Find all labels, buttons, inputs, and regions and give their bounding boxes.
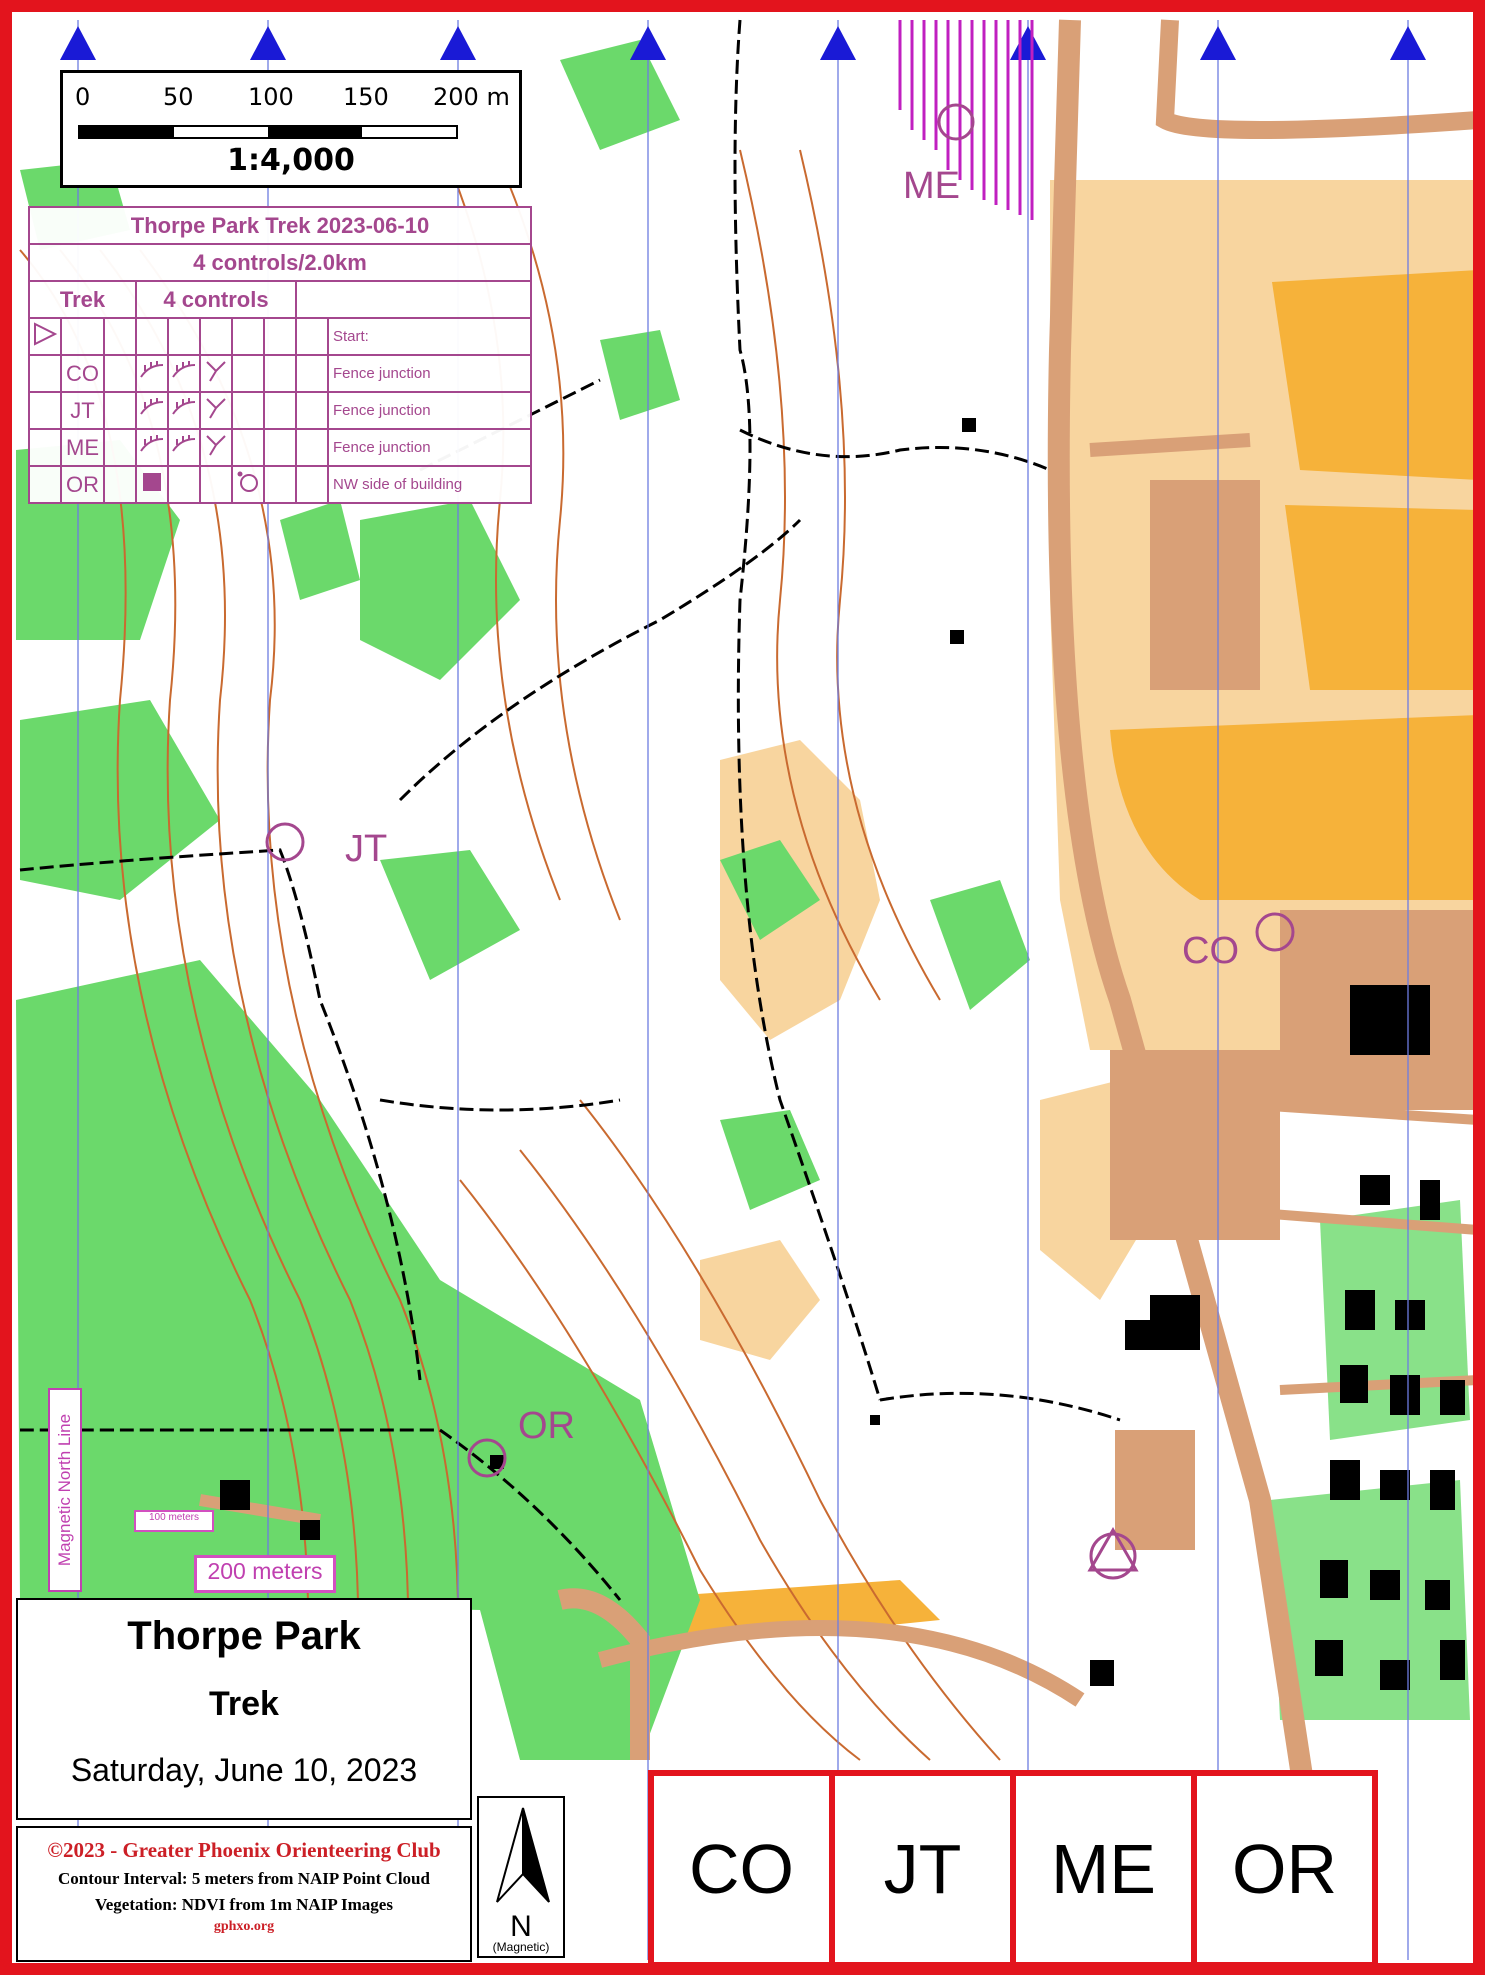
cd-row-or: OR NW side of building [28, 465, 532, 504]
cd-description: Start: [327, 317, 532, 356]
cd-title: Thorpe Park Trek 2023-06-10 [28, 206, 532, 245]
fence-icon [135, 428, 169, 467]
trails [19, 19, 1121, 1601]
cd-code: OR [60, 465, 105, 504]
cd-code: CO [60, 354, 105, 393]
credit-copyright: ©2023 - Greater Phoenix Orienteering Clu… [47, 1838, 441, 1862]
scale-bar-box: 0 50 100 150 200 m 1:4,000 [60, 70, 522, 188]
title-box: Thorpe Park Trek Saturday, June 10, 2023 [16, 1598, 472, 1820]
cd-description: NW side of building [327, 465, 532, 504]
vegetation-areas [16, 40, 1470, 1760]
distance-200-label: 200 meters [194, 1555, 336, 1593]
north-magnetic-note: (Magnetic) [492, 1940, 550, 1954]
out-of-bounds-hatch [898, 20, 1034, 220]
control-label-me: ME [903, 165, 960, 207]
north-arrow-icon [496, 1807, 550, 1903]
scale-tick-100: 100 [248, 83, 294, 111]
fence-icon [167, 354, 201, 393]
distance-100-label: 100 meters [134, 1510, 214, 1532]
scale-tick-150: 150 [343, 83, 389, 111]
cd-description: Fence junction [327, 354, 532, 393]
junction-icon [199, 354, 233, 393]
cd-description: Fence junction [327, 428, 532, 467]
cd-row-jt: JT Fence junction [28, 391, 532, 430]
side-nw-icon [231, 465, 265, 504]
control-label-co: CO [1182, 930, 1239, 972]
scale-bar [78, 125, 458, 139]
credit-site: gphxo.org [213, 1919, 275, 1934]
control-code-box: JT [829, 1770, 1016, 1968]
junction-icon [199, 391, 233, 430]
junction-icon [199, 428, 233, 467]
cd-row-co: CO Fence junction [28, 354, 532, 393]
buildings [220, 418, 1465, 1690]
course-overprint [265, 103, 1295, 1580]
north-letter: N [510, 1910, 532, 1943]
cd-course-name: Trek [28, 280, 137, 319]
control-code-boxes: CO JT ME OR [648, 1770, 1378, 1968]
control-circle-jt [265, 822, 305, 862]
cd-course-controls: 4 controls [135, 280, 297, 319]
event-course: Trek [209, 1685, 279, 1723]
start-triangle [1087, 1526, 1139, 1572]
credit-vegetation: Vegetation: NDVI from 1m NAIP Images [95, 1895, 393, 1914]
finish-circle [1089, 1532, 1137, 1580]
control-circle-me [937, 103, 975, 141]
credits-box: ©2023 - Greater Phoenix Orienteering Clu… [16, 1826, 472, 1962]
fence-icon [135, 354, 169, 393]
scale-ratio: 1:4,000 [227, 143, 355, 178]
fence-icon [167, 428, 201, 467]
magnetic-north-label: Magnetic North Line [48, 1388, 82, 1592]
cd-code: JT [60, 391, 105, 430]
control-code-box: CO [648, 1770, 835, 1968]
scale-tick-50: 50 [163, 83, 194, 111]
building-icon [135, 465, 169, 504]
cd-code: ME [60, 428, 105, 467]
control-circle-co [1255, 912, 1295, 952]
scale-tick-0: 0 [75, 83, 91, 111]
cd-row-me: ME Fence junction [28, 428, 532, 467]
credit-contour: Contour Interval: 5 meters from NAIP Poi… [58, 1869, 430, 1888]
cd-row-start: Start: [28, 317, 532, 356]
control-circle-or [467, 1438, 507, 1478]
fence-icon [167, 391, 201, 430]
control-code-box: OR [1191, 1770, 1378, 1968]
start-symbol-icon [28, 317, 62, 356]
north-arrow-box: N (Magnetic) [477, 1796, 565, 1958]
event-date: Saturday, June 10, 2023 [70, 1752, 418, 1788]
event-title: Thorpe Park [127, 1614, 361, 1658]
cd-description: Fence junction [327, 391, 532, 430]
control-label-jt: JT [345, 828, 388, 870]
control-label-or: OR [518, 1405, 575, 1447]
fence-icon [135, 391, 169, 430]
cd-summary: 4 controls/2.0km [28, 243, 532, 282]
control-description-table: Thorpe Park Trek 2023-06-10 4 controls/2… [28, 206, 532, 504]
control-code-box: ME [1010, 1770, 1197, 1968]
north-line-arrows [60, 26, 1426, 60]
scale-tick-200: 200 m [433, 83, 510, 111]
